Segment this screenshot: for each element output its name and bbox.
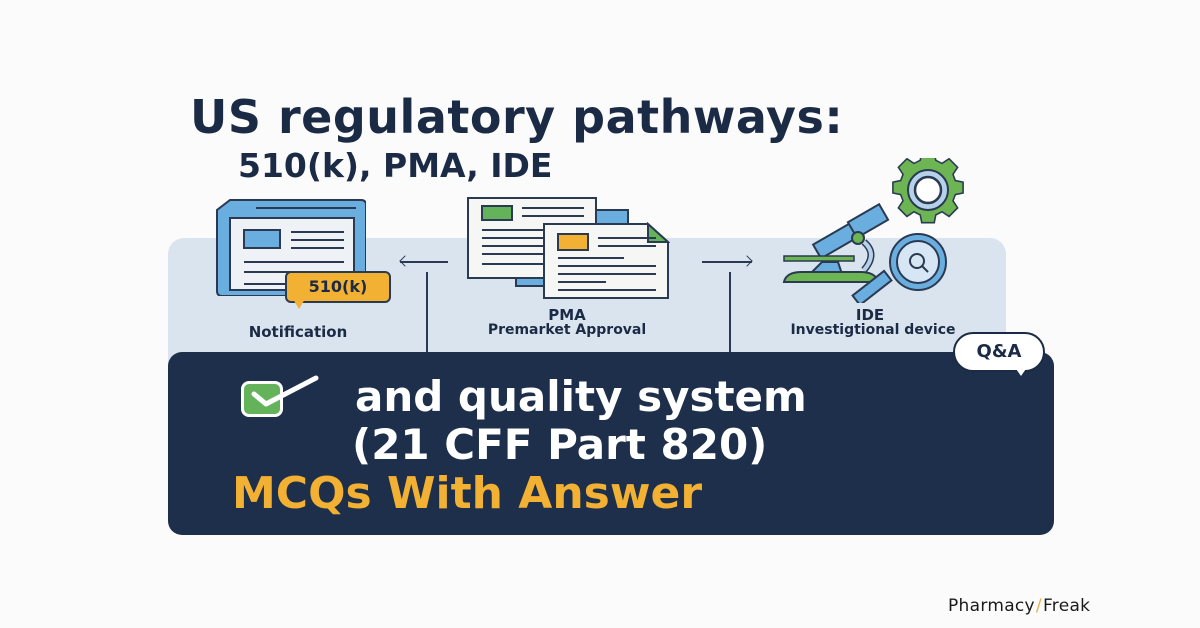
page-title: US regulatory pathways: (190, 90, 844, 144)
qa-bubble-tail (1014, 366, 1028, 376)
arrow-left-line (400, 261, 448, 263)
pathway-pma-label: PMA (548, 306, 586, 324)
banner-line-2: (21 CFF Part 820) (352, 420, 768, 469)
brand-logo: Pharmacy/Freak (948, 596, 1090, 616)
brand-name-part2: Freak (1042, 596, 1091, 616)
speech-tail (293, 299, 305, 309)
pathway-pma-sublabel: Premarket Approval (487, 322, 647, 338)
pathway-510k-label: Notification (248, 323, 348, 341)
checkmark-icon (244, 374, 324, 414)
mcq-banner (168, 352, 1054, 535)
page-subtitle: 510(k), PMA, IDE (238, 146, 553, 185)
banner-line-3: MCQs With Answer (232, 468, 703, 519)
badge-510k: 510(k) (285, 271, 391, 303)
qa-bubble-icon: Q&A (953, 332, 1045, 372)
arrow-right-line (702, 261, 752, 263)
divider-1 (426, 272, 428, 352)
pathway-ide-sublabel: Investigtional device (790, 322, 956, 338)
divider-2 (729, 272, 731, 352)
pathway-ide-label: IDE (855, 306, 885, 324)
microscope-gear-magnifier-icon (780, 151, 980, 307)
brand-slash-icon: / (1035, 596, 1042, 616)
banner-line-1: and quality system (355, 372, 807, 421)
stacked-documents-icon (466, 196, 671, 300)
brand-name-part1: Pharmacy (948, 596, 1035, 616)
